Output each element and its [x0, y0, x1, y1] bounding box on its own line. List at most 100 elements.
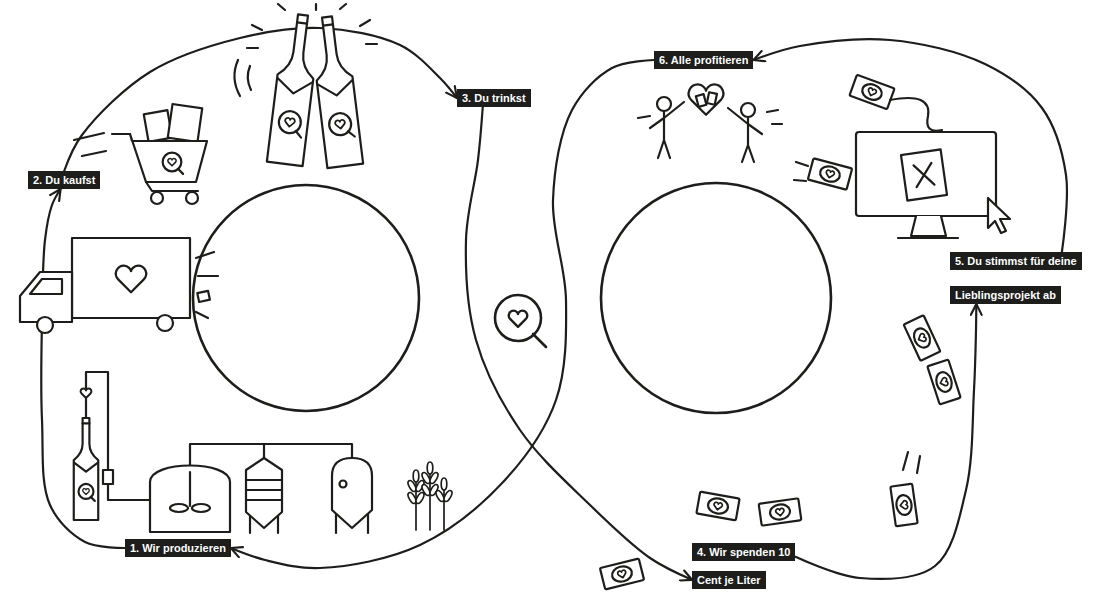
flow-arrow [795, 304, 976, 579]
parcel [197, 291, 210, 302]
step-label: 6. Alle profitieren [654, 50, 753, 70]
bill-icon [600, 558, 644, 589]
label-block: 6. Alle profitieren [654, 50, 753, 70]
label-block: 1. Wir produzieren [125, 538, 231, 558]
ballot [901, 149, 947, 200]
label-block: 3. Du trinkst [457, 88, 531, 108]
step-text: 4. Wir spenden 10 Cent je Liter [692, 543, 795, 589]
loop-ring [601, 183, 831, 413]
step-label: 2. Du kaufst [28, 170, 100, 190]
step-label: 5. Du stimmst für deine Lieblingsprojekt… [950, 244, 1088, 312]
motion-lines [74, 133, 106, 156]
wheat [407, 462, 454, 530]
cart-basket [130, 134, 207, 182]
cart-logo [163, 153, 183, 174]
valve [103, 470, 113, 484]
grain [443, 489, 454, 502]
flow-arrow [466, 107, 692, 580]
small-bill [696, 94, 707, 107]
connector-group [41, 28, 1067, 580]
bill-icon [904, 315, 941, 361]
loop-ring [193, 185, 419, 411]
silo-ribs [246, 480, 282, 500]
falling-money [600, 315, 961, 589]
step-label: 3. Du trinkst [457, 88, 531, 108]
cart-frame [146, 182, 198, 191]
grain [415, 491, 426, 504]
truck-cab [20, 272, 72, 322]
truck-body [72, 238, 190, 318]
shopping-cart [74, 104, 207, 204]
wheel [151, 192, 163, 204]
step-text: 5. Du stimmst für deine Lieblingsprojekt… [950, 252, 1082, 304]
clinking-bottles [234, 4, 377, 168]
bottle-icon [74, 418, 98, 520]
bottle-icon [309, 15, 363, 168]
bill-icon [808, 158, 852, 190]
bottle-icon [267, 13, 321, 166]
step-label: 1. Wir produzieren [125, 538, 231, 558]
motion-lines [196, 252, 218, 318]
truck [20, 238, 218, 333]
bill-icon [927, 360, 960, 405]
monitor-stand [911, 216, 946, 236]
wheel [186, 192, 198, 204]
truck-window [30, 279, 62, 294]
step-label: 4. Wir spenden 10 Cent je Liter [692, 538, 796, 594]
voting-monitor [794, 75, 1010, 238]
grain [413, 470, 419, 482]
motion-lines [234, 60, 251, 96]
person-body [728, 108, 762, 162]
grain [427, 462, 433, 474]
label-block: 4. Wir spenden 10 Cent je Liter [692, 538, 796, 594]
ballot-cross [914, 163, 935, 187]
grain [441, 478, 447, 490]
brew-vat [150, 466, 230, 533]
silo [246, 458, 282, 528]
logo-heart [509, 311, 527, 327]
tank-port [340, 481, 347, 488]
wheel [37, 317, 53, 333]
stirrer-blade [170, 504, 188, 512]
motion-lines [794, 162, 808, 181]
label-block: 5. Du stimmst für deine Lieblingsprojekt… [950, 244, 1088, 312]
step-text: 2. Du kaufst [28, 171, 100, 189]
heart-icon [116, 266, 146, 293]
center-logo [495, 295, 546, 347]
heart-icon [81, 389, 92, 399]
step-text: 3. Du trinkst [457, 89, 531, 107]
motion-lines [638, 110, 782, 124]
people [638, 84, 782, 162]
bill-icon [759, 498, 802, 525]
monitor-base [898, 237, 958, 239]
mouse-cursor [988, 198, 1010, 233]
motion-lines [903, 452, 920, 473]
wheel [157, 315, 173, 331]
cart-box [168, 104, 202, 142]
pipe [85, 399, 87, 418]
sparkle-lines [247, 4, 377, 48]
bill-icon [849, 75, 894, 109]
tank [332, 458, 372, 528]
stirrer [189, 472, 191, 506]
small-bill [707, 92, 717, 104]
cart-handle [112, 133, 130, 135]
ballot-paper [901, 149, 947, 200]
brewery [74, 372, 454, 533]
pipe [263, 444, 265, 458]
person-head [657, 97, 671, 111]
person-body [650, 102, 684, 158]
person-head [741, 103, 755, 117]
stirrer-blade [192, 504, 210, 512]
label-block: 2. Du kaufst [28, 170, 100, 190]
drawing [20, 4, 1010, 590]
logo-tail [533, 334, 546, 347]
string-line [890, 98, 942, 131]
step-text: 1. Wir produzieren [125, 539, 231, 557]
flow-arrow [64, 28, 457, 171]
bill-icon [696, 492, 739, 521]
step-text: 6. Alle profitieren [654, 51, 753, 69]
